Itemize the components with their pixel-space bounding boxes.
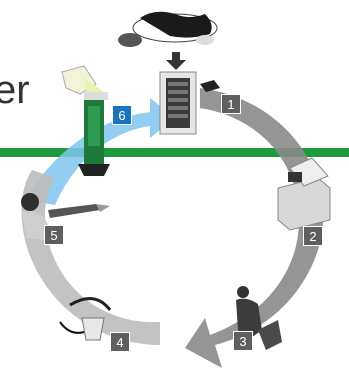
- step-2-badge: 2: [303, 226, 323, 246]
- step-1-badge: 1: [221, 94, 241, 114]
- step-6-badge: 6: [112, 105, 132, 125]
- cow-icon: [118, 12, 217, 47]
- freezer-icon: [160, 72, 196, 134]
- pasteurizer-icon: [278, 158, 330, 230]
- pouring-jug-icon: [62, 66, 108, 100]
- step-5-badge: 5: [44, 225, 64, 245]
- step-3-badge: 3: [233, 331, 253, 351]
- heading-fragment: er: [0, 68, 30, 113]
- step-4-badge: 4: [110, 332, 130, 352]
- down-arrow-icon: [166, 52, 186, 70]
- person-holding-bottle-icon: [21, 193, 110, 240]
